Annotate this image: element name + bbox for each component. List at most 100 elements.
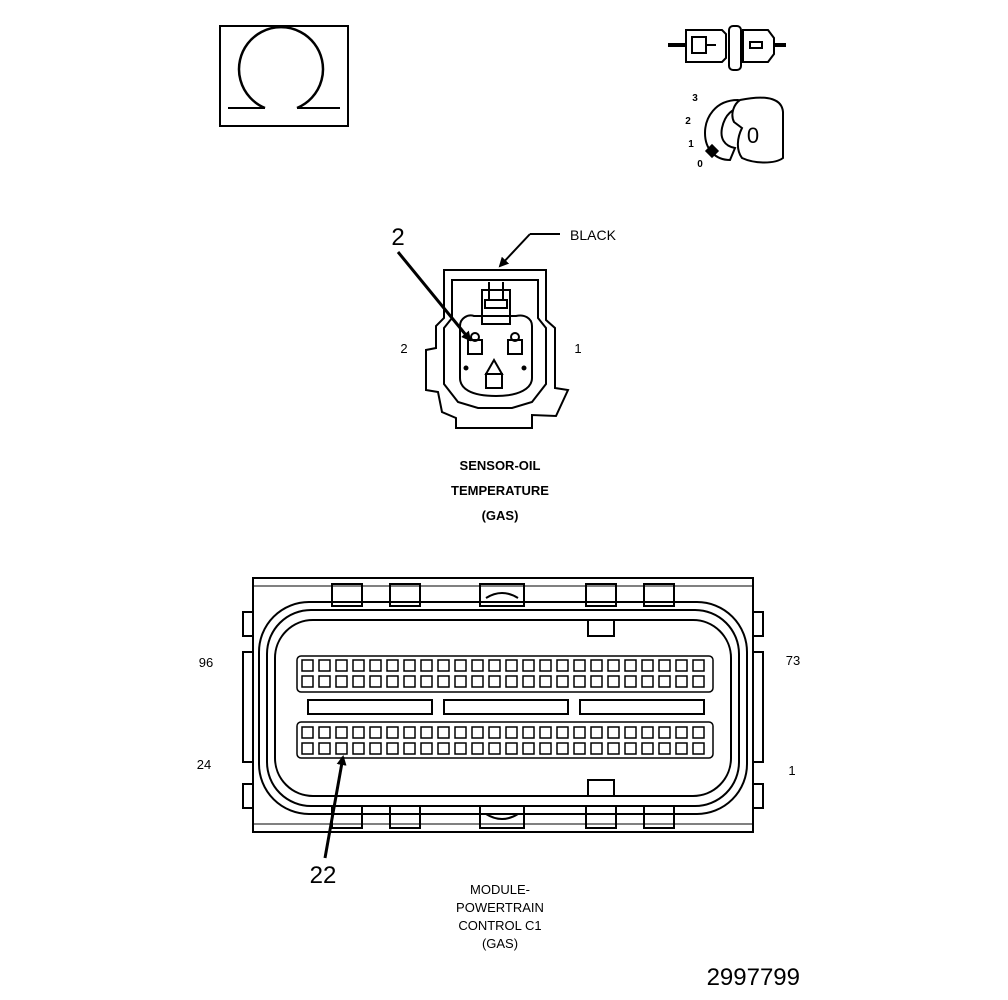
pcm-pin-cavity — [573, 675, 586, 688]
pcm-pin-cavity — [675, 742, 688, 755]
sensor-pin-right-label: 1 — [574, 341, 581, 356]
pcm-pin-cavity — [335, 742, 348, 755]
pcm-pin-cavity — [437, 726, 450, 739]
switch-position-0: 0 — [697, 159, 703, 170]
pcm-pin-cavity — [386, 675, 399, 688]
ignition-switch-icon: 0 3 2 1 0 — [685, 93, 784, 170]
pcm-pin-cavity — [369, 675, 382, 688]
pcm-pin-cavity — [590, 742, 603, 755]
pcm-pin-cavity — [641, 659, 654, 672]
pcm-pin-cavity — [454, 742, 467, 755]
pcm-pin-cavity — [692, 742, 705, 755]
pcm-pin-cavity — [301, 659, 314, 672]
sensor-callout-number: 2 — [391, 224, 404, 251]
sensor-pin-left-label: 2 — [400, 341, 407, 356]
pcm-pin-cavity — [318, 726, 331, 739]
pcm-pin-cavity — [505, 726, 518, 739]
pcm-pin-cavity — [352, 675, 365, 688]
pcm-pin-cavity — [369, 726, 382, 739]
pcm-pin-cavity — [556, 726, 569, 739]
pcm-pin-cavity — [335, 726, 348, 739]
pcm-pin-cavity — [590, 659, 603, 672]
pcm-pin-cavity — [607, 675, 620, 688]
pcm-pin-cavity — [505, 675, 518, 688]
pcm-pin-cavity — [352, 659, 365, 672]
pcm-pin-cavity — [301, 742, 314, 755]
switch-position-1: 1 — [688, 139, 694, 150]
pcm-pin-cavity — [607, 726, 620, 739]
pcm-pin-cavity — [454, 726, 467, 739]
pcm-pin-cavity — [590, 726, 603, 739]
pcm-pin-cavity — [386, 659, 399, 672]
pcm-pin-24-label: 24 — [197, 757, 211, 772]
pcm-pin-cavity — [658, 742, 671, 755]
sensor-color-label: BLACK — [570, 227, 617, 243]
pcm-pin-cavity — [641, 742, 654, 755]
pcm-pin-cavity — [692, 726, 705, 739]
pcm-title-line-4: (GAS) — [482, 936, 518, 951]
pcm-pin-cavity — [522, 726, 535, 739]
pcm-pin-cavity — [488, 675, 501, 688]
ohm-icon — [219, 25, 349, 127]
pcm-pin-cavity — [522, 742, 535, 755]
pcm-pin-1-label: 1 — [788, 763, 795, 778]
pcm-pin-cavity — [301, 726, 314, 739]
pcm-pin-cavity — [675, 675, 688, 688]
pcm-pin-cavity — [386, 742, 399, 755]
pcm-pin-cavity — [471, 742, 484, 755]
pcm-pin-cavity — [539, 659, 552, 672]
sensor-callout-arrow — [396, 251, 472, 342]
pcm-pin-cavity — [403, 675, 416, 688]
pcm-pin-cavity — [488, 742, 501, 755]
pcm-pin-cavity — [675, 726, 688, 739]
pcm-pin-cavity — [539, 742, 552, 755]
pcm-pin-cavity — [318, 659, 331, 672]
pcm-pin-cavity — [539, 726, 552, 739]
pcm-pin-cavity — [624, 742, 637, 755]
pcm-pin-cavity — [658, 659, 671, 672]
pcm-title-line-3: CONTROL C1 — [458, 918, 541, 933]
pcm-pin-cavity — [539, 675, 552, 688]
pcm-pin-cavity — [471, 675, 484, 688]
pcm-pin-cavity — [437, 742, 450, 755]
pcm-pin-cavity — [607, 659, 620, 672]
pcm-connector — [242, 577, 764, 833]
disconnected-connector-icon — [668, 25, 786, 71]
pcm-pin-cavity — [420, 675, 433, 688]
pcm-pin-cavity — [624, 726, 637, 739]
pcm-pin-cavity — [573, 742, 586, 755]
pcm-pin-cavity — [590, 675, 603, 688]
pcm-pin-cavity — [692, 675, 705, 688]
pcm-pin-cavity — [420, 742, 433, 755]
pcm-pin-cavity — [573, 659, 586, 672]
pcm-pin-cavity — [369, 659, 382, 672]
pcm-pin-cavity — [556, 675, 569, 688]
pcm-pin-73-label: 73 — [786, 653, 800, 668]
pcm-pin-cavity — [403, 659, 416, 672]
pcm-title-line-1: MODULE- — [470, 882, 530, 897]
sensor-black-pointer — [498, 233, 560, 268]
pcm-pin-cavity — [301, 675, 314, 688]
pcm-pin-cavity — [522, 675, 535, 688]
pcm-pin-cavity — [658, 675, 671, 688]
switch-position-3: 3 — [692, 93, 698, 104]
pcm-pin-cavity — [318, 742, 331, 755]
pcm-pin-cavity — [454, 659, 467, 672]
switch-knob-label: 0 — [747, 123, 759, 148]
switch-position-2: 2 — [685, 116, 691, 127]
pcm-pin-cavity — [607, 742, 620, 755]
pcm-pin-cavity — [335, 675, 348, 688]
pcm-pin-cavity — [505, 742, 518, 755]
pcm-pin-cavity — [488, 659, 501, 672]
pcm-pin-cavity — [522, 659, 535, 672]
pcm-pin-grid — [301, 659, 705, 755]
pcm-pin-cavity — [454, 675, 467, 688]
pcm-pin-cavity — [335, 659, 348, 672]
pcm-pin-cavity — [420, 659, 433, 672]
pcm-pin-cavity — [352, 742, 365, 755]
pcm-pin-cavity — [437, 675, 450, 688]
pcm-pin-cavity — [624, 659, 637, 672]
sensor-title-line-3: (GAS) — [482, 508, 519, 523]
pcm-pin-cavity — [420, 726, 433, 739]
